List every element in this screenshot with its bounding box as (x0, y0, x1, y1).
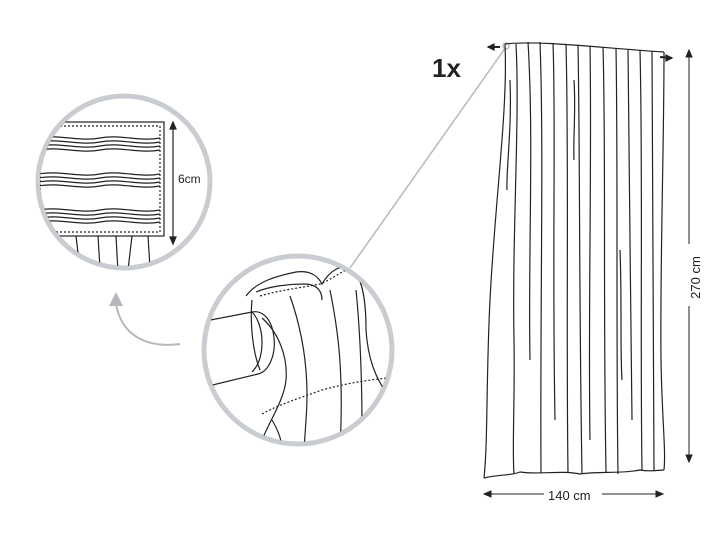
curved-arrow (109, 292, 181, 346)
leader-line (349, 46, 507, 269)
curtain-panel (483, 41, 674, 479)
pole-detail-circle (201, 253, 395, 447)
width-dimension (482, 490, 665, 498)
width-label: 140 cm (548, 488, 591, 503)
pleat-band-middle (40, 172, 161, 188)
tape-height-label: 6cm (178, 172, 201, 186)
pleat-band-bottom (40, 208, 161, 224)
height-label: 270 cm (687, 256, 703, 299)
tape-detail-circle (35, 93, 213, 271)
pleat-band-top (40, 136, 161, 152)
rod-right-end (659, 54, 674, 62)
quantity-label: 1x (432, 53, 461, 83)
height-dimension (685, 48, 693, 464)
rod-left-end (486, 43, 500, 51)
